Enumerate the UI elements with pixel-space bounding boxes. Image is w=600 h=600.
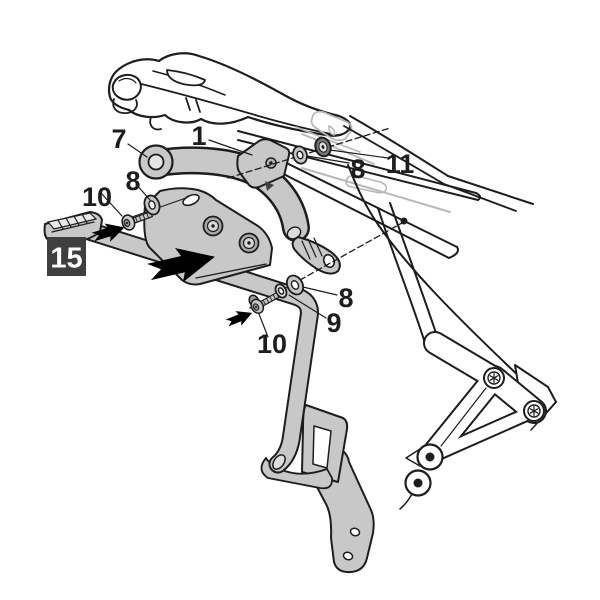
lower-mount-bracket: [260, 404, 375, 574]
callout-10-lower-label: 10: [257, 329, 287, 359]
callout-11-label: 11: [386, 149, 415, 179]
grab-slot: [166, 69, 206, 87]
washer-8-upper: [292, 145, 308, 165]
washer-8-left: [143, 194, 161, 216]
arm-lug-hole: [322, 253, 336, 269]
insert-arrow-lower: [225, 311, 253, 327]
torx-bolt-lower: [523, 400, 545, 422]
push-direction-arrow: [147, 247, 215, 283]
assembly-axis-upper: [227, 127, 391, 179]
callout-8-lower-label: 8: [338, 283, 353, 313]
rubber-end-cap: [43, 211, 103, 245]
rubber-mount-lower: [399, 469, 432, 510]
screw-10-lower: [250, 292, 280, 314]
callout-10-left-label: 10: [82, 182, 112, 212]
callout-labels: 7 1 8 11 10 8 8 9 10: [82, 121, 414, 359]
callout-8-left-label: 8: [125, 166, 140, 196]
rivet: [202, 215, 224, 237]
rubber-mount-upper: [416, 443, 444, 471]
step-badge: 15: [47, 237, 86, 276]
bushing-11: [314, 136, 332, 158]
rail-foot-cap: [272, 454, 286, 470]
bracket-part-1: [236, 138, 291, 191]
washer-8-lower: [285, 274, 305, 296]
step-badge-number: 15: [50, 243, 82, 275]
callout-9-label: 9: [326, 308, 341, 338]
motorcycle-tail-outline: [107, 52, 352, 137]
callout-8-upper-label: 8: [350, 154, 365, 184]
callout-7-label: 7: [111, 124, 126, 154]
torx-bolt-upper: [483, 367, 505, 389]
step-badge-background: [47, 237, 86, 276]
callout-1-label: 1: [191, 121, 206, 151]
hardware: [121, 136, 332, 314]
direction-arrows: [91, 223, 253, 327]
screw-10-left: [121, 210, 154, 231]
plate-slot-hole: [182, 193, 200, 207]
callout-leaders: [100, 139, 389, 338]
rivet: [238, 232, 260, 254]
bracket-hole: [349, 527, 361, 537]
insert-arrow-left: [91, 223, 125, 242]
footpeg-bracket: [399, 331, 557, 510]
bracket-hole: [342, 551, 354, 561]
strap-window: [312, 425, 332, 469]
bracket-tab: [265, 181, 274, 191]
